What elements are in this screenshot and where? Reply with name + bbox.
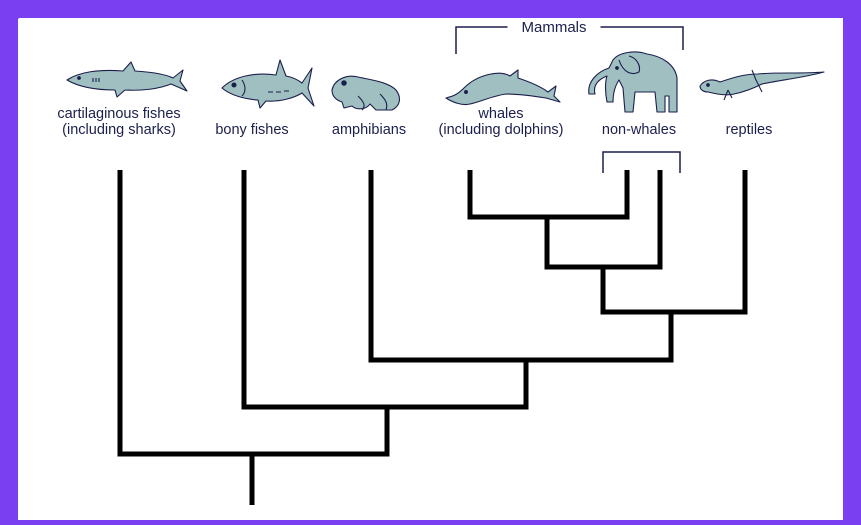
taxon-label-sharks-line1: cartilaginous fishes: [57, 106, 180, 122]
tree-lines: [120, 170, 745, 505]
branch-bony-vertebrates: [244, 170, 526, 407]
branch-whales-nonwhale-a: [470, 170, 627, 217]
dolphin-icon: [446, 70, 560, 105]
taxon-label-non-whales: non-whales: [602, 122, 676, 138]
group-label-mammals: Mammals: [507, 19, 600, 36]
diagram-panel: Mammals cartilaginous fishes (including …: [18, 18, 843, 520]
elephant-icon: [589, 52, 677, 112]
frog-icon: [332, 76, 399, 110]
cladogram: [18, 18, 843, 520]
taxon-label-bony-fishes: bony fishes: [215, 122, 288, 138]
tuna-fish-icon: [222, 60, 314, 108]
taxon-label-reptiles-line1: reptiles: [726, 122, 773, 138]
lizard-icon: [700, 70, 824, 100]
taxon-label-whales-line2: (including dolphins): [439, 122, 564, 138]
taxon-label-whales-line1: whales: [439, 106, 564, 122]
taxon-label-amphibians: amphibians: [332, 122, 406, 138]
shark-icon: [67, 62, 187, 97]
taxon-label-amphibians-line1: amphibians: [332, 122, 406, 138]
non-whales-bracket: [603, 152, 680, 173]
branch-vertebrates: [120, 170, 387, 454]
taxon-label-whales: whales (including dolphins): [439, 106, 564, 138]
taxon-label-sharks-line2: (including sharks): [57, 122, 180, 138]
taxon-label-sharks: cartilaginous fishes (including sharks): [57, 106, 180, 138]
taxon-label-non-whales-line1: non-whales: [602, 122, 676, 138]
taxon-label-reptiles: reptiles: [726, 122, 773, 138]
taxon-label-bony-fishes-line1: bony fishes: [215, 122, 288, 138]
branch-amniotes: [603, 170, 745, 312]
